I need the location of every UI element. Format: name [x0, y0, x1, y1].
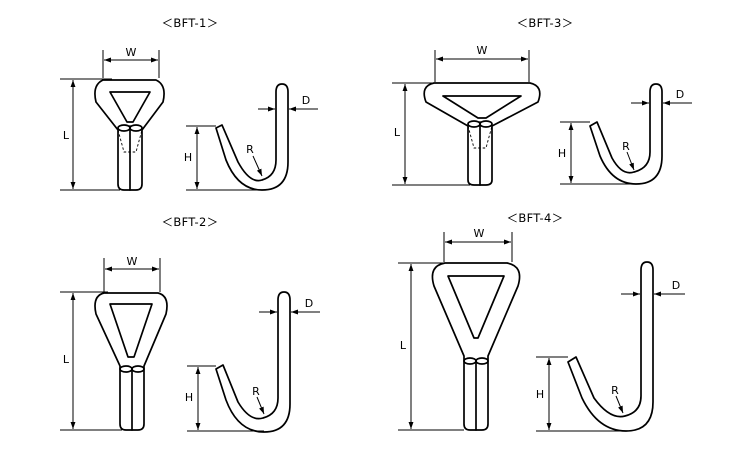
radius-label: R	[622, 140, 630, 153]
diagram-bft-1: ＜BFT-1＞ W L	[60, 16, 318, 191]
diameter-label: D	[672, 279, 680, 292]
diagram-title: ＜BFT-2＞	[162, 215, 219, 229]
j-hook	[215, 291, 291, 433]
diameter-dimension: D	[259, 297, 320, 320]
height-label: H	[185, 391, 193, 404]
length-dimension: L	[392, 82, 470, 186]
length-dimension: L	[398, 262, 464, 431]
diagram-bft-3: ＜BFT-3＞ W L D	[392, 16, 692, 186]
radius-dimension: R	[246, 143, 263, 177]
length-dimension: L	[60, 78, 120, 191]
hook-body	[431, 262, 521, 431]
height-dimension: H	[558, 121, 636, 185]
hook-body	[423, 82, 541, 186]
radius-label: R	[611, 384, 619, 397]
width-dimension: W	[443, 227, 513, 262]
height-dimension: H	[536, 356, 626, 432]
length-dimension: L	[60, 291, 122, 431]
width-dimension: W	[102, 46, 160, 78]
hook-body	[94, 79, 165, 191]
radius-label: R	[246, 143, 254, 156]
diagram-bft-4: ＜BFT-4＞ W L D	[398, 211, 685, 432]
height-label: H	[184, 151, 192, 164]
diagram-title: ＜BFT-1＞	[162, 16, 219, 30]
width-label: W	[126, 46, 137, 59]
diameter-label: D	[305, 297, 313, 310]
hook-body	[94, 292, 168, 431]
length-label: L	[394, 126, 401, 139]
diameter-dimension: D	[621, 279, 685, 302]
width-dimension: W	[434, 44, 530, 82]
radius-dimension: R	[611, 384, 624, 414]
diagram-title: ＜BFT-4＞	[507, 211, 564, 225]
width-dimension: W	[103, 255, 161, 292]
diagram-title: ＜BFT-3＞	[517, 16, 574, 30]
width-label: W	[474, 227, 485, 240]
length-label: L	[63, 353, 70, 366]
height-dimension: H	[185, 365, 264, 432]
diagram-bft-2: ＜BFT-2＞ W L D	[60, 215, 320, 433]
width-label: W	[477, 44, 488, 57]
radius-label: R	[252, 385, 260, 398]
radius-dimension: R	[252, 385, 265, 415]
height-label: H	[536, 388, 544, 401]
diameter-dimension: D	[258, 94, 318, 118]
width-label: W	[127, 255, 138, 268]
j-hook	[567, 261, 654, 432]
diameter-label: D	[676, 88, 684, 101]
length-label: L	[400, 339, 407, 352]
j-hook	[215, 83, 289, 191]
height-label: H	[558, 147, 566, 160]
radius-dimension: R	[622, 140, 635, 171]
diameter-dimension: D	[631, 88, 692, 112]
length-label: L	[63, 129, 70, 142]
height-dimension: H	[184, 125, 262, 191]
diameter-label: D	[302, 94, 310, 107]
j-hook	[589, 83, 663, 185]
